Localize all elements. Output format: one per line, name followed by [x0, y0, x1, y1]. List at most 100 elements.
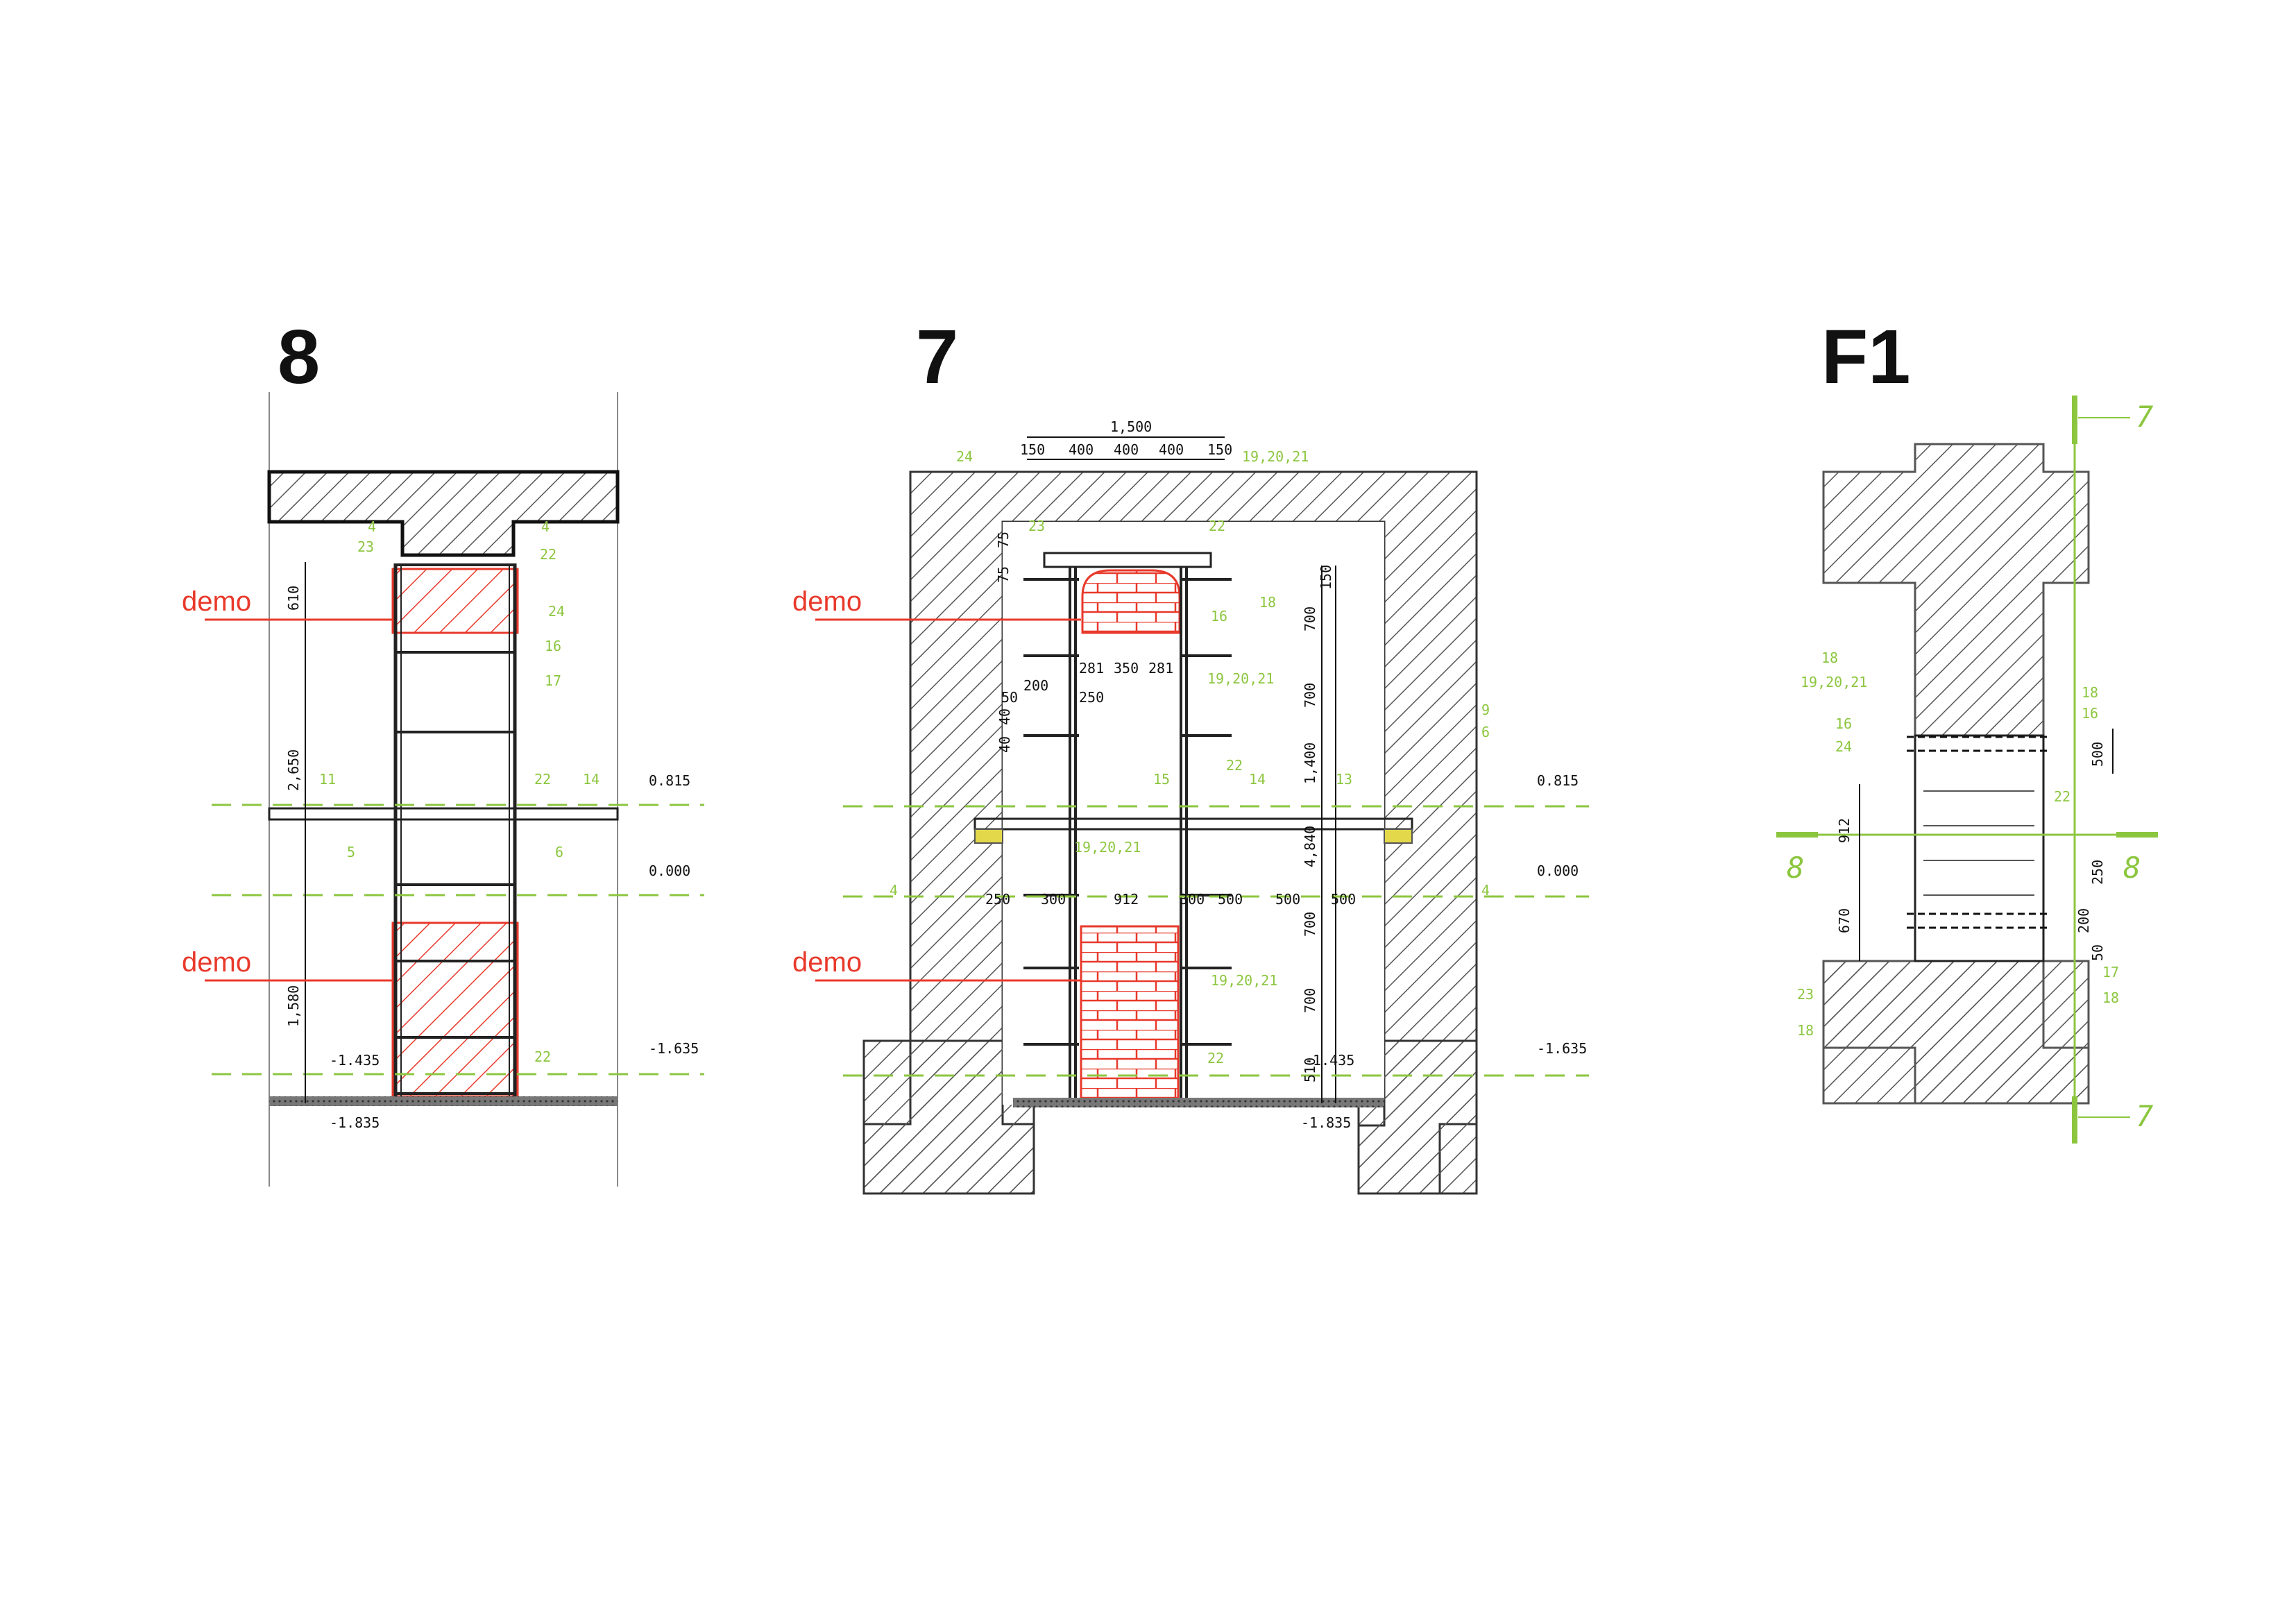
view-f1: F1 7 7 8 8	[1776, 314, 2158, 1144]
level-0000: 0.000	[1537, 863, 1579, 879]
demo-label: demo	[792, 947, 862, 978]
tag: 19,20,21	[1801, 674, 1867, 690]
tag: 16	[2082, 705, 2098, 722]
dim: 200	[1023, 677, 1048, 694]
section-label-8: 8	[1787, 851, 1804, 885]
tag: 19,20,21	[1242, 448, 1309, 465]
dim-1580: 1,580	[285, 985, 302, 1027]
tag: 6	[555, 844, 563, 860]
demo-zone-lower	[391, 921, 519, 1098]
opening-interior	[1914, 734, 2045, 962]
tag: 19,20,21	[1207, 670, 1274, 687]
tag: 5	[347, 844, 355, 860]
dim-50: 50	[2089, 944, 2106, 961]
dim: 281	[1148, 660, 1173, 677]
ground-slab	[269, 1096, 618, 1106]
tag: 22	[534, 1048, 551, 1065]
tag: 22	[2054, 788, 2070, 805]
tag: 23	[1797, 986, 1814, 1003]
tag: 16	[1211, 608, 1227, 624]
dim-150: 150	[1020, 441, 1045, 458]
dim: 75	[995, 566, 1012, 583]
dim-500: 500	[2089, 742, 2106, 767]
dim: 4,840	[1302, 826, 1318, 867]
tag: 4	[1481, 882, 1490, 899]
tag: 22	[1226, 757, 1243, 774]
tag: 16	[545, 638, 561, 654]
level-0815: 0.815	[1537, 772, 1579, 789]
tag: 22	[540, 546, 556, 563]
bearing-pad-left	[974, 829, 1003, 844]
bearing-pad-right	[1384, 829, 1413, 844]
level-1435: -1.435	[330, 1052, 380, 1069]
tag: 13	[1336, 771, 1352, 788]
tag: 23	[357, 538, 374, 555]
dim-400: 400	[1114, 441, 1139, 458]
level-1835: -1.835	[330, 1114, 380, 1131]
level-lines	[843, 805, 1589, 1077]
ground-slab	[1013, 1098, 1384, 1107]
tag: 17	[2102, 964, 2119, 980]
tag: 24	[1835, 738, 1852, 755]
dim: 75	[995, 532, 1012, 548]
level-1435: -1.435	[1304, 1052, 1354, 1069]
demo-brick-upper	[1081, 569, 1181, 634]
level-1835: -1.835	[1301, 1114, 1351, 1131]
tag: 23	[1028, 518, 1045, 534]
tag: 14	[583, 771, 599, 788]
view-8: 8	[182, 314, 704, 1187]
view-7: 7	[792, 314, 1589, 1195]
top-beam	[1043, 552, 1212, 568]
dim-912: 912	[1836, 818, 1853, 843]
dim-610: 610	[285, 586, 302, 611]
tag: 18	[1821, 649, 1838, 666]
tag: 24	[548, 603, 565, 620]
dim-150: 150	[1207, 441, 1232, 458]
dim-1500: 1,500	[1110, 418, 1152, 435]
demo-label: demo	[182, 586, 251, 617]
level-lines	[212, 804, 704, 1076]
dim-2650: 2,650	[285, 749, 302, 791]
dashed-bands	[1907, 736, 2050, 929]
section-label-8: 8	[2123, 851, 2141, 885]
tag: 4	[368, 518, 376, 535]
tag: 9	[1481, 702, 1490, 718]
tag: 6	[1481, 724, 1490, 740]
dim: 250	[1079, 689, 1104, 706]
section-label-7: 7	[2136, 1099, 2153, 1133]
demo-zone-upper	[391, 568, 519, 634]
dim-400: 400	[1159, 441, 1184, 458]
pier-lower	[1822, 960, 2090, 1105]
level-1635: -1.635	[649, 1040, 699, 1057]
dim: 40	[996, 708, 1013, 725]
dim: 350	[1114, 660, 1139, 677]
level-0000: 0.000	[649, 863, 690, 879]
dim: 912	[1114, 891, 1139, 908]
floor-beam	[973, 817, 1413, 831]
tag: 4	[890, 882, 898, 899]
dim: 500	[1331, 891, 1356, 908]
dim: 510	[1302, 1057, 1318, 1082]
dim: 700	[1302, 912, 1318, 937]
tag: 18	[1797, 1022, 1814, 1039]
dim: 700	[1302, 683, 1318, 708]
dim: 250	[985, 891, 1010, 908]
dim: 150	[1318, 565, 1334, 590]
section-label-7: 7	[2136, 400, 2153, 434]
tag: 16	[1835, 715, 1852, 732]
dim: 300	[1180, 891, 1205, 908]
dim: 300	[1041, 891, 1066, 908]
tag: 22	[534, 771, 551, 788]
view-f1-title: F1	[1821, 314, 1910, 400]
rungs	[396, 563, 515, 1095]
tag: 18	[2102, 989, 2119, 1006]
tag: 4	[541, 518, 550, 535]
dim: 1,400	[1302, 742, 1318, 784]
floor-beam	[268, 807, 619, 821]
tag: 24	[956, 448, 973, 465]
interior-lines	[1923, 790, 2034, 896]
dim: 281	[1079, 660, 1104, 677]
level-1635: -1.635	[1537, 1040, 1587, 1057]
tag: 14	[1249, 771, 1266, 788]
